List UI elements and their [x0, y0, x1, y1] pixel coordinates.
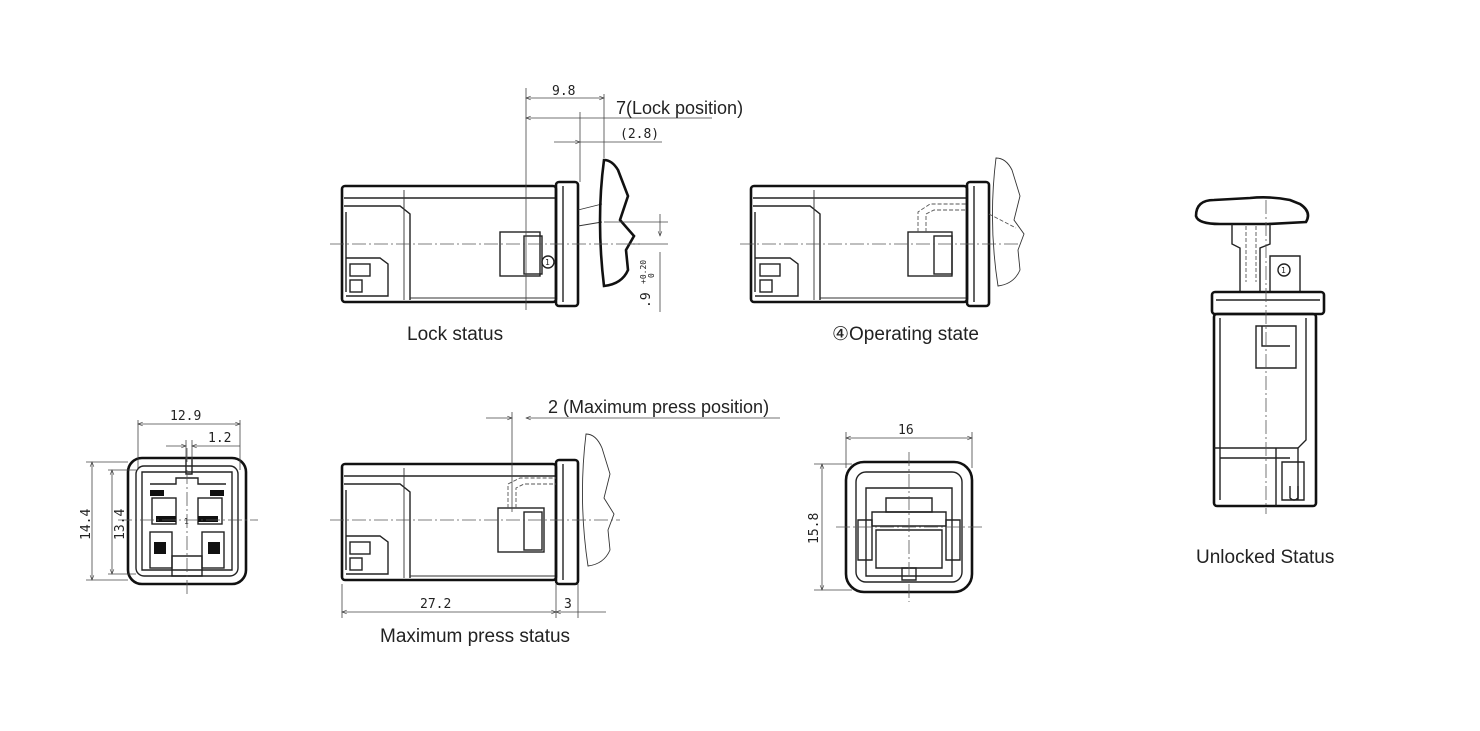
dim-15-8: 15.8	[807, 513, 822, 544]
lock-status-view: 1 9.8 7(Lock position) (2.8) .9 +0.20 0 …	[330, 84, 743, 345]
dim-7-lock-position: 7(Lock position)	[616, 98, 743, 118]
front-view-center: 16 15.8	[807, 423, 982, 602]
dim-27-2: 27.2	[420, 597, 451, 612]
lock-status-caption: Lock status	[407, 324, 503, 345]
dim-2-max-press-position: 2 (Maximum press position)	[548, 397, 769, 417]
circle-one-marker-b: 1	[1281, 266, 1286, 275]
unlocked-status-view: 1 Unlocked Status	[1194, 196, 1334, 568]
dim-9-tolerance: .9	[639, 292, 654, 308]
operating-state-caption: ④Operating state	[832, 324, 979, 345]
dim-14-4: 14.4	[79, 509, 94, 540]
front-mark: 1	[184, 517, 189, 526]
dim-3: 3	[564, 597, 572, 612]
tol-upper: +0.20	[639, 260, 648, 284]
unlocked-status-caption: Unlocked Status	[1196, 547, 1334, 568]
dim-1-2: 1.2	[208, 431, 231, 446]
dim-9-8: 9.8	[552, 84, 575, 99]
dim-2-8: (2.8)	[620, 127, 659, 142]
operating-state-view: ④Operating state	[740, 157, 1025, 345]
dim-12-9: 12.9	[170, 409, 201, 424]
tol-lower: 0	[647, 273, 656, 278]
dim-16: 16	[898, 423, 914, 438]
max-press-status-caption: Maximum press status	[380, 626, 570, 647]
circle-one-marker: 1	[545, 258, 550, 267]
front-view-left: 1 12.9 1.2 14.4 13.4	[79, 409, 258, 594]
max-press-status-view: 2 (Maximum press position) 27.2 3 Maximu…	[330, 397, 780, 647]
dim-13-4: 13.4	[113, 509, 128, 540]
